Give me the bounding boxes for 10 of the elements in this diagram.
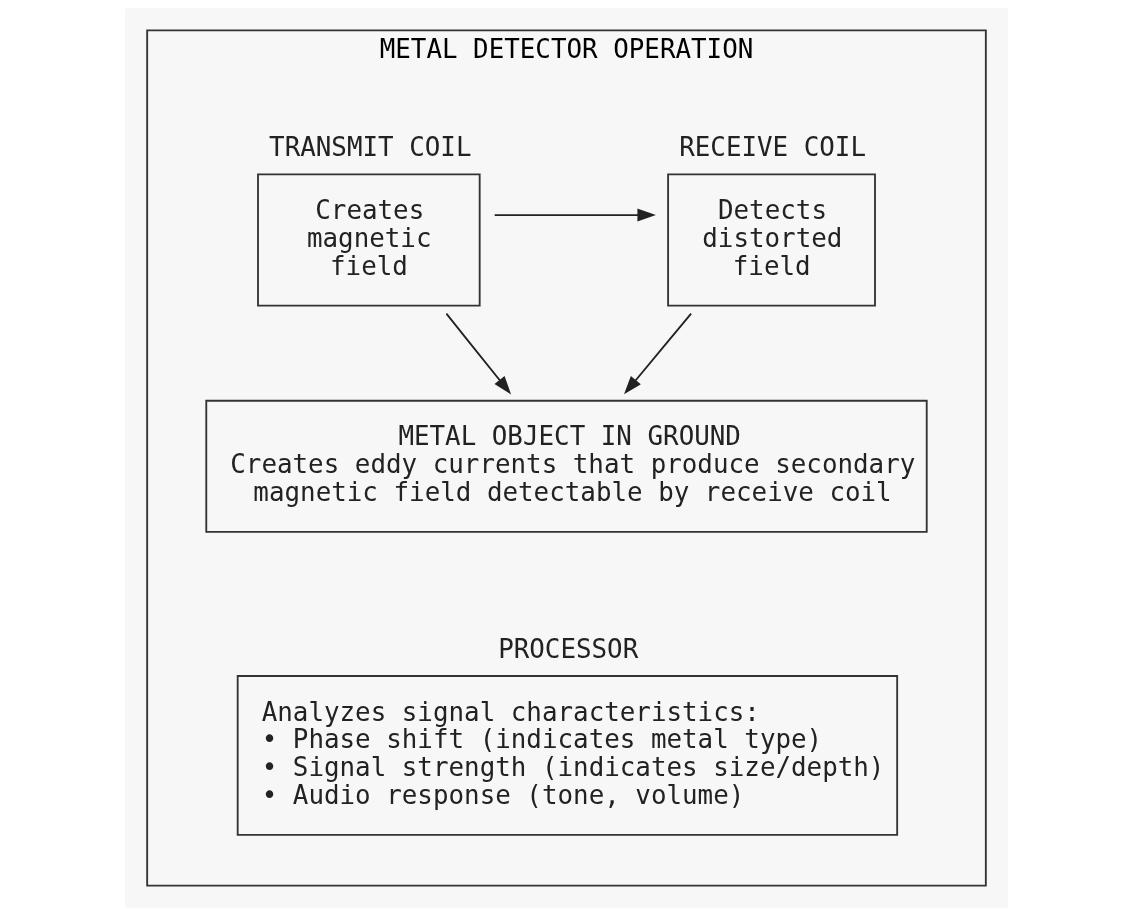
arrow: [444, 312, 511, 395]
node-label: RECEIVE COIL: [678, 132, 866, 163]
node-box: Analyzes signal characteristics: • Phase shift (indicates metal type) • Signal strength (indicates size/depth) • Audio response (tone, volume): [236, 675, 898, 836]
node-box: METAL OBJECT IN GROUND Creates eddy currents that produce secondary magnetic field detectable by receive coil: [204, 399, 928, 533]
arrow: [493, 208, 656, 222]
node-box: Creates magnetic field: [256, 173, 481, 307]
node-box: Detects distorted field: [666, 173, 876, 307]
arrow: [623, 312, 692, 395]
node-label: TRANSMIT COIL: [268, 132, 471, 163]
node-label: PROCESSOR: [497, 633, 638, 664]
